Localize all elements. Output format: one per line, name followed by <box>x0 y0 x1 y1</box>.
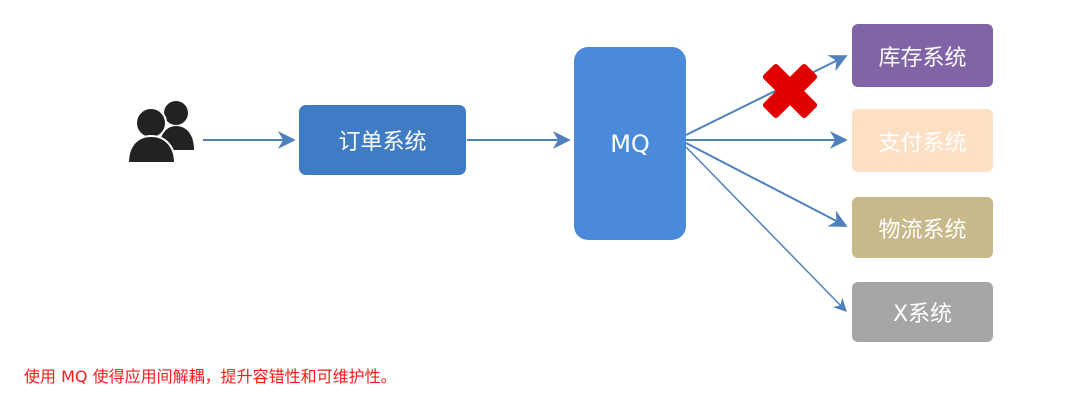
arrow-mq-to-logistics <box>685 142 848 227</box>
users-icon <box>126 101 194 164</box>
order-system-node: 订单系统 <box>299 105 466 175</box>
arrow-mq-to-stock <box>685 55 848 136</box>
arrow-mq-to-x <box>685 146 847 312</box>
cross-icon <box>762 63 818 119</box>
mq-node: MQ <box>574 47 686 240</box>
logistics-system-node: 物流系统 <box>852 197 993 258</box>
payment-system-label: 支付系统 <box>878 130 967 156</box>
logistics-system-label: 物流系统 <box>878 217 967 243</box>
mq-label: MQ <box>610 129 650 158</box>
payment-system-node: 支付系统 <box>852 109 993 172</box>
stock-system-label: 库存系统 <box>878 45 967 71</box>
footnote-text: 使用 MQ 使得应用间解耦，提升容错性和可维护性。 <box>24 367 397 386</box>
stock-system-node: 库存系统 <box>852 24 993 87</box>
order-system-label: 订单系统 <box>338 130 427 155</box>
x-system-label: X系统 <box>892 302 953 327</box>
x-system-node: X系统 <box>852 282 993 342</box>
